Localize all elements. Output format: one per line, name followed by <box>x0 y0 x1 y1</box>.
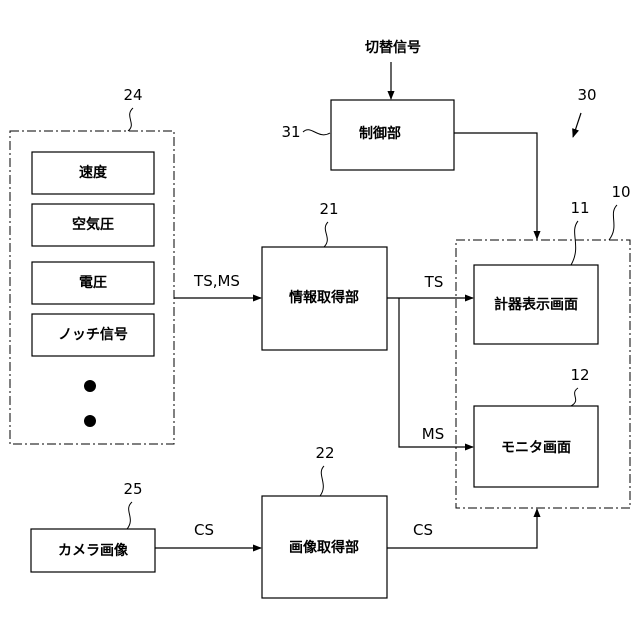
meter-screen-label: 計器表示画面 <box>494 296 578 313</box>
ref-25: 25 <box>123 480 142 498</box>
ref-22: 22 <box>315 444 334 462</box>
ref-24: 24 <box>123 86 142 104</box>
control-to-display-arrow <box>454 133 537 239</box>
ellipsis-dot-1 <box>84 380 96 392</box>
signal-label-cs-out: CS <box>413 521 433 539</box>
leader-21 <box>324 222 328 247</box>
ref-31: 31 <box>281 123 300 141</box>
signal-label-ms: MS <box>422 425 444 443</box>
leader-11 <box>571 221 578 265</box>
pointer-30 <box>573 113 581 137</box>
source-label-speed: 速度 <box>79 164 108 181</box>
control-block-label: 制御部 <box>359 125 401 142</box>
ref-11: 11 <box>570 199 589 217</box>
source-label-notch-signal: ノッチ信号 <box>58 326 128 343</box>
signal-label-cs-in: CS <box>194 521 214 539</box>
ellipsis-dot-2 <box>84 415 96 427</box>
source-label-voltage: 電圧 <box>79 274 107 291</box>
ref-21: 21 <box>319 200 338 218</box>
ref-12: 12 <box>570 366 589 384</box>
source-label-air-pressure: 空気圧 <box>72 216 114 233</box>
image-acquire-label: 画像取得部 <box>289 539 359 556</box>
leader-31 <box>303 130 330 135</box>
info-acquire-label: 情報取得部 <box>289 289 359 306</box>
leader-12 <box>571 388 578 406</box>
leader-24 <box>128 108 133 131</box>
leader-22 <box>320 466 324 496</box>
ref-10: 10 <box>611 183 630 201</box>
leader-25 <box>127 502 132 529</box>
image-to-display-arrow <box>387 509 537 548</box>
monitor-screen-label: モニタ画面 <box>501 440 571 456</box>
camera-image-label: カメラ画像 <box>58 542 129 559</box>
signal-label-ts: TS <box>424 273 444 291</box>
leader-10 <box>609 205 617 240</box>
switch-signal-label: 切替信号 <box>365 39 421 56</box>
signal-label-ts-ms: TS,MS <box>193 272 240 290</box>
ref-30: 30 <box>577 86 596 104</box>
